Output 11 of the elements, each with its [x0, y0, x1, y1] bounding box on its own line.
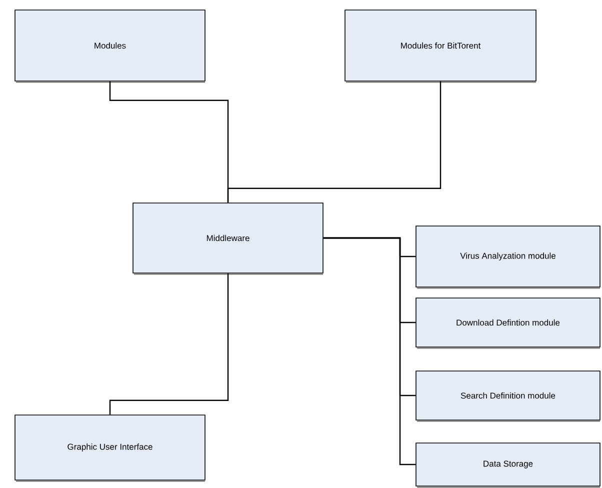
- process-box: Graphic User Interface: [14, 414, 206, 480]
- connector-line: [227, 81, 442, 203]
- process-box: Data Storage: [416, 442, 600, 486]
- connector-line: [323, 237, 416, 466]
- process-box: Search Definition module: [416, 370, 600, 420]
- process-box: Modules: [14, 10, 206, 82]
- process-box: Middleware: [132, 202, 324, 274]
- connector-line: [109, 273, 229, 415]
- process-box: Modules for BitTorent: [344, 10, 536, 82]
- process-box: Download Defintion module: [416, 298, 600, 348]
- process-box: Virus Analyzation module: [416, 226, 600, 288]
